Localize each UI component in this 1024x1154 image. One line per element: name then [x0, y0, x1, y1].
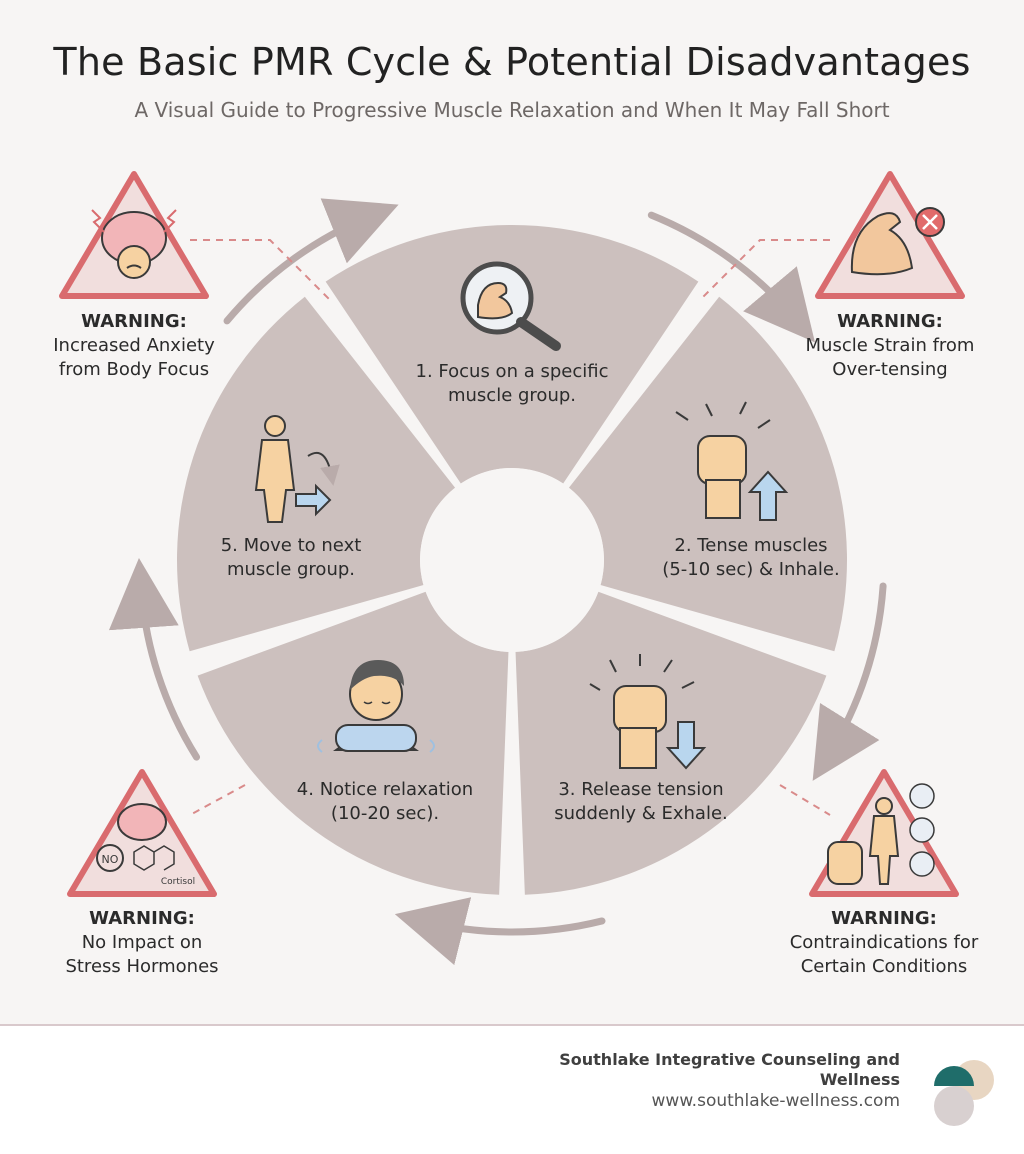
- body-arrow-icon: [254, 415, 340, 523]
- anxious-brain-icon: [59, 171, 209, 299]
- cycle-segment-1: [325, 225, 699, 484]
- flow-arrow-1: [647, 211, 815, 343]
- step-4-label: 4. Notice relaxation(10-20 sec).: [296, 779, 474, 824]
- connector-strain: [699, 239, 830, 301]
- brain-cortisol-icon: NO Cortisol: [67, 769, 217, 897]
- fist-up-arrow-icon: [675, 401, 789, 521]
- page-subtitle: A Visual Guide to Progressive Muscle Rel…: [134, 98, 890, 122]
- flow-arrow-2: [812, 582, 887, 781]
- connector-hormones: [189, 784, 246, 816]
- logo-icon: [934, 1060, 994, 1126]
- footer: [0, 1026, 1024, 1154]
- flow-arrows: [108, 198, 887, 966]
- connector-contraindications: [779, 784, 831, 816]
- relaxed-person-icon: [317, 660, 435, 753]
- footer-divider: [0, 1024, 1024, 1026]
- flow-arrow-4: [108, 558, 201, 761]
- fist-down-arrow-icon: [589, 654, 707, 770]
- connector-anxiety: [190, 239, 331, 301]
- cycle-segment-3: [515, 591, 827, 895]
- organization-name: Southlake Integrative Counseling and Wel…: [559, 1050, 900, 1089]
- magnifier-bicep-icon: [460, 261, 561, 351]
- page-title: The Basic PMR Cycle & Potential Disadvan…: [53, 40, 971, 84]
- cortisol-label: Cortisol: [161, 877, 195, 887]
- flow-arrow-3: [394, 897, 606, 966]
- stop-hand-body-icon: [809, 769, 959, 897]
- warning-connectors: [189, 239, 831, 816]
- flow-arrow-5: [223, 198, 399, 325]
- website-link[interactable]: www.southlake-wellness.com: [651, 1091, 900, 1111]
- pmr-cycle-diagram: NO Cortisol: [59, 171, 965, 966]
- strained-bicep-icon: [815, 171, 965, 299]
- cycle-segments: [177, 225, 848, 895]
- cycle-segment-5: [177, 296, 456, 652]
- step-2-label: 2. Tense muscles(5-10 sec) & Inhale.: [662, 535, 840, 580]
- cycle-center: [420, 468, 604, 652]
- no-symbol-text: NO: [102, 853, 119, 866]
